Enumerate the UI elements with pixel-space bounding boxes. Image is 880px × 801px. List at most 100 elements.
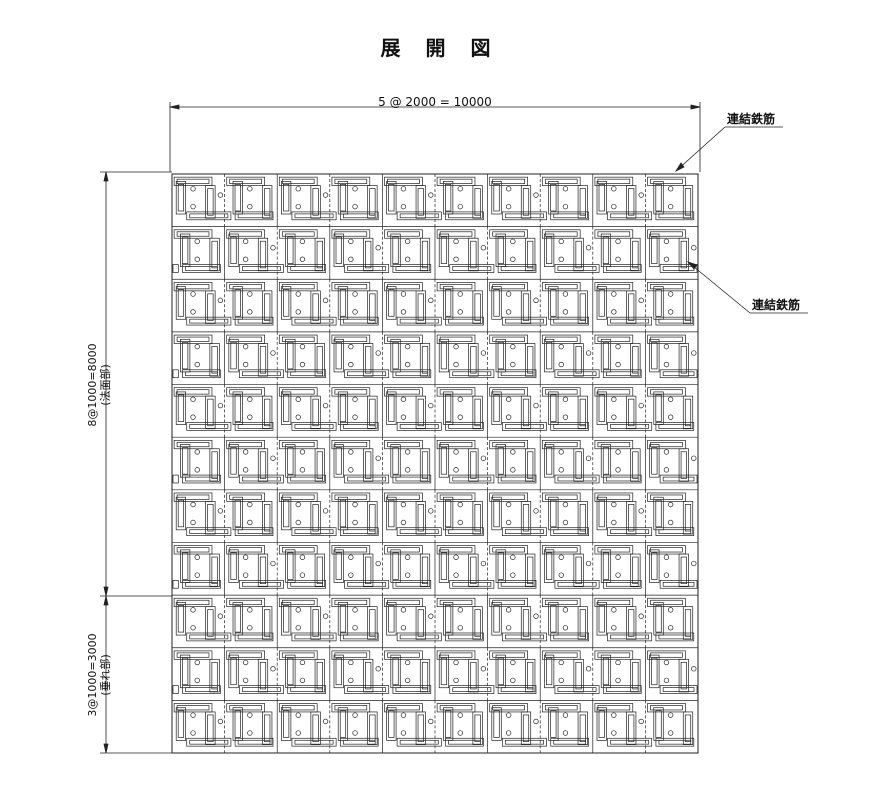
- anchor-hole: [270, 666, 276, 672]
- block-inner: [550, 605, 557, 633]
- block-inner: [527, 451, 534, 479]
- block-horizontal: [331, 387, 371, 397]
- block-vertical: [205, 185, 216, 219]
- anchor-hole: [247, 291, 253, 297]
- block-vertical: [573, 658, 584, 693]
- block-vertical: [596, 707, 607, 741]
- anchor-hole: [404, 449, 411, 455]
- block-vertical: [548, 496, 559, 531]
- anchor-hole: [457, 607, 463, 613]
- block-horizontal: [541, 282, 581, 292]
- block-inner: [440, 341, 448, 370]
- block-inner: [452, 266, 492, 271]
- block-inner: [492, 231, 525, 237]
- block-horizontal: [186, 316, 232, 326]
- anchor-hole: [299, 238, 306, 245]
- block-horizontal: [384, 387, 423, 397]
- block-horizontal: [238, 580, 284, 589]
- block-horizontal: [172, 369, 179, 379]
- block-inner: [230, 552, 237, 580]
- anchor-hole: [322, 508, 329, 514]
- block-vertical: [390, 654, 401, 689]
- block-inner: [610, 739, 650, 745]
- block-vertical: [314, 237, 325, 272]
- block-horizontal: [173, 387, 213, 397]
- block-inner: [684, 714, 692, 742]
- block-inner: [229, 547, 262, 553]
- block-horizontal: [449, 685, 495, 694]
- block-inner: [176, 178, 210, 184]
- anchor-hole: [505, 203, 512, 210]
- block-vertical: [175, 496, 187, 531]
- anchor-hole: [299, 554, 306, 560]
- block-vertical: [333, 444, 344, 478]
- block-horizontal: [554, 264, 600, 273]
- block-horizontal: [331, 597, 371, 608]
- anchor-hole: [428, 508, 434, 514]
- block-inner: [445, 499, 452, 528]
- block-inner: [493, 605, 500, 633]
- block-vertical: [520, 395, 532, 430]
- anchor-hole: [404, 572, 411, 578]
- anchor-hole: [270, 455, 276, 461]
- anchor-hole: [299, 467, 306, 473]
- block-horizontal: [497, 369, 537, 379]
- block-horizontal: [234, 527, 274, 536]
- block-horizontal: [655, 211, 695, 221]
- block-horizontal: [445, 211, 484, 221]
- block-horizontal: [339, 527, 379, 536]
- anchor-hole: [190, 414, 196, 420]
- block-inner: [544, 389, 578, 395]
- anchor-hole: [505, 396, 512, 402]
- block-inner: [544, 494, 578, 500]
- block-inner: [392, 236, 399, 264]
- block-inner: [316, 661, 323, 690]
- anchor-hole: [375, 245, 381, 251]
- block-horizontal: [489, 176, 528, 186]
- block-inner: [662, 582, 695, 587]
- block-horizontal: [541, 545, 581, 555]
- block-inner: [229, 705, 262, 711]
- block-horizontal: [607, 632, 653, 642]
- anchor-hole: [242, 554, 249, 560]
- block-vertical: [314, 343, 325, 377]
- block-horizontal: [396, 316, 442, 326]
- block-horizontal: [384, 439, 423, 450]
- block-inner: [185, 582, 218, 587]
- block-inner: [392, 341, 399, 370]
- block-vertical: [491, 391, 502, 425]
- block-vertical: [285, 444, 296, 478]
- block-horizontal: [226, 387, 265, 397]
- block-inner: [632, 451, 639, 479]
- anchor-hole: [453, 361, 459, 368]
- block-inner: [259, 240, 267, 269]
- block-horizontal: [234, 211, 274, 221]
- block-inner: [230, 341, 237, 370]
- block-vertical: [678, 658, 689, 693]
- block-inner: [579, 504, 586, 532]
- block-horizontal: [594, 703, 634, 713]
- block-vertical: [386, 181, 397, 215]
- block-horizontal: [647, 282, 686, 292]
- block-vertical: [314, 553, 325, 588]
- block-vertical: [367, 290, 378, 324]
- block-inner: [575, 451, 582, 479]
- anchor-hole: [585, 666, 592, 672]
- anchor-hole: [428, 297, 434, 303]
- block-inner: [259, 451, 267, 479]
- block-inner: [597, 231, 631, 237]
- block-horizontal: [659, 580, 698, 589]
- block-horizontal: [331, 334, 371, 344]
- block-horizontal: [186, 422, 232, 431]
- block-inner: [290, 687, 323, 692]
- anchor-hole: [615, 554, 621, 560]
- block-inner: [655, 605, 662, 633]
- block-inner: [189, 424, 229, 429]
- block-vertical: [415, 501, 426, 535]
- block-inner: [185, 687, 218, 692]
- block-horizontal: [392, 580, 432, 589]
- block-vertical: [386, 602, 397, 636]
- block-inner: [207, 188, 214, 216]
- block-inner: [417, 398, 424, 427]
- block-vertical: [682, 501, 694, 535]
